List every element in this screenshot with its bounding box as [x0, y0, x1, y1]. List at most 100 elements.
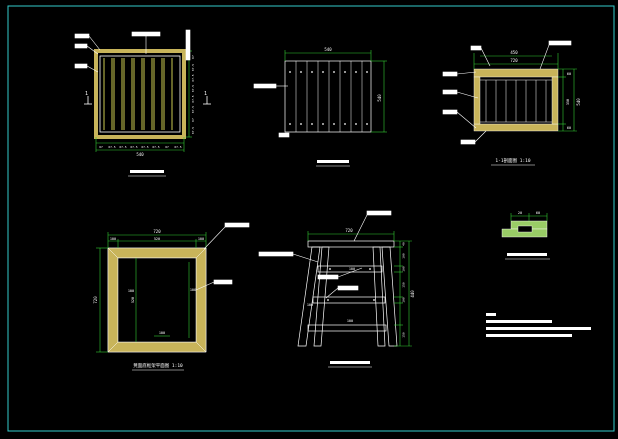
seat-board-caption: [317, 160, 349, 163]
seat-outer-frame: [94, 49, 186, 139]
section-mark-left-label: 1: [85, 91, 88, 97]
stool-top-width: 720: [345, 228, 353, 233]
seat-bottom-dimensions: [95, 137, 185, 152]
seat-board-callouts: [253, 83, 290, 138]
seat-plan-caption: [130, 170, 164, 173]
frame-inner-dim: 520: [131, 297, 135, 303]
notes-line-2: [486, 327, 591, 330]
section-right-dim-3: 60: [567, 126, 571, 130]
notes-line-3: [486, 334, 572, 337]
seat-board-width-label: 540: [324, 47, 332, 52]
stool-right-dim-4: 150: [402, 282, 406, 288]
section-left-post: [473, 76, 481, 125]
notes-line-1: [486, 320, 552, 323]
seat-bottom-dim-6: 67.5: [152, 145, 159, 149]
frame-callouts: [195, 222, 250, 291]
frame-side-label-left: 100: [128, 289, 134, 293]
seat-bottom-dim-4: 67.5: [130, 145, 137, 149]
seat-right-dim-3: 67.5: [191, 74, 195, 81]
frame-top-inner-dim-3: 100: [198, 237, 204, 241]
seat-board-slat-lines: [295, 61, 363, 132]
seat-board-height-label: 540: [377, 94, 382, 102]
seat-right-dim-8: 67.5: [191, 127, 195, 134]
section-top-dimensions: [473, 53, 559, 69]
frame-bottom-label: 100: [159, 331, 165, 335]
joint-detail-view: 20 60: [501, 211, 550, 260]
seat-inner-frame: [99, 55, 181, 133]
seat-board-nail-rows: [289, 71, 368, 125]
notes-block: [486, 313, 591, 337]
seat-bottom-dim-7: 67: [165, 145, 169, 149]
section-mark-right-label: 1: [204, 91, 207, 97]
frame-inner-opening: [117, 257, 197, 343]
section-caption: 1-1剖面图 1:10: [495, 157, 530, 164]
section-callouts: [442, 40, 572, 145]
detail-caption: [507, 253, 547, 256]
stool-right-dimensions: [307, 231, 412, 347]
seat-slats: [103, 58, 173, 130]
section-top-dim-1: 450: [510, 50, 518, 55]
stool-right-dim-2: 100: [402, 253, 406, 259]
stool-right-dim-6: 150: [402, 332, 406, 338]
stool-rail-nails: [327, 268, 375, 301]
seat-bottom-dim-5: 67.5: [141, 145, 148, 149]
seat-bottom-dim-3: 67.5: [119, 145, 126, 149]
seat-board-dimensions: [284, 50, 387, 133]
frame-side-label-right: 100: [190, 288, 196, 292]
frame-dimension-lines: [96, 232, 207, 353]
section-top-dim-2: 720: [510, 58, 518, 63]
stool-overall-height: 440: [410, 290, 415, 298]
section-inner-slats: [480, 79, 552, 123]
frame-top-outer-dim: 720: [153, 229, 161, 234]
seat-bottom-dim-8: 67.5: [174, 145, 181, 149]
detail-dimensions: [510, 213, 548, 221]
seat-overall-width: 540: [136, 152, 144, 157]
stool-inner-label-3: 100: [347, 319, 353, 323]
drawing-border: [7, 5, 615, 432]
stool-right-dim-5: 100: [402, 297, 406, 303]
seat-right-dim-2: 67.5: [191, 64, 195, 71]
frame-plan-caption: 凳面底框架平面图 1:10: [133, 362, 183, 369]
detail-dim-2: 60: [536, 211, 540, 215]
stool-elevation-caption: [330, 361, 370, 364]
frame-left-dim: 720: [93, 296, 98, 304]
section-right-dim-2: 350: [566, 99, 570, 105]
notes-heading-mark: [486, 313, 496, 316]
seat-right-dim-1: 67: [191, 55, 195, 59]
stool-seat-top: [307, 240, 395, 248]
seat-right-dim-6: 67.5: [191, 106, 195, 113]
stool-rails: [307, 265, 387, 332]
detail-dim-1: 20: [518, 211, 522, 215]
section-1-1-view: 450 720 60 350 60 540 1-1剖面图 1:10: [442, 40, 581, 166]
seat-bottom-dim-1: 67: [99, 145, 103, 149]
stool-inner-label-1: 100: [349, 267, 355, 271]
seat-top-plan-view: 67 67.5 67.5 67.5 67.5 67.5 67 67.5 540 67 67.5 6…: [74, 29, 211, 177]
seat-right-dim-5: 67.5: [191, 95, 195, 102]
seat-board-view: 540 540: [253, 47, 387, 167]
frame-members: [107, 247, 207, 353]
section-right-post: [551, 76, 559, 125]
section-mark-left: [84, 96, 92, 105]
section-right-dimensions: [558, 68, 577, 132]
seat-board-outline: [284, 60, 372, 133]
section-overall-height: 540: [576, 98, 581, 106]
seat-right-dim-7: 67: [191, 118, 195, 122]
seat-frame-plan-view: 720 100 520 100 720 520 100 100 100 凳面底框…: [93, 222, 250, 371]
detail-notch: [517, 225, 533, 233]
stool-left-label: 100: [307, 303, 313, 307]
frame-top-inner-dim-1: 100: [110, 237, 116, 241]
frame-top-inner-dim-2: 520: [154, 237, 160, 241]
section-right-dim-1: 60: [567, 72, 571, 76]
seat-right-dim-4: 67.5: [191, 85, 195, 92]
stool-callouts: [258, 210, 392, 299]
section-top-rail: [473, 68, 559, 78]
section-bottom-rail: [473, 123, 559, 132]
stool-right-dim-3: 100: [402, 266, 406, 272]
seat-callouts: [74, 29, 191, 73]
stool-right-dim-1: 40: [402, 242, 406, 246]
section-mark-right: [203, 96, 211, 105]
seat-bottom-dim-2: 67.5: [108, 145, 115, 149]
